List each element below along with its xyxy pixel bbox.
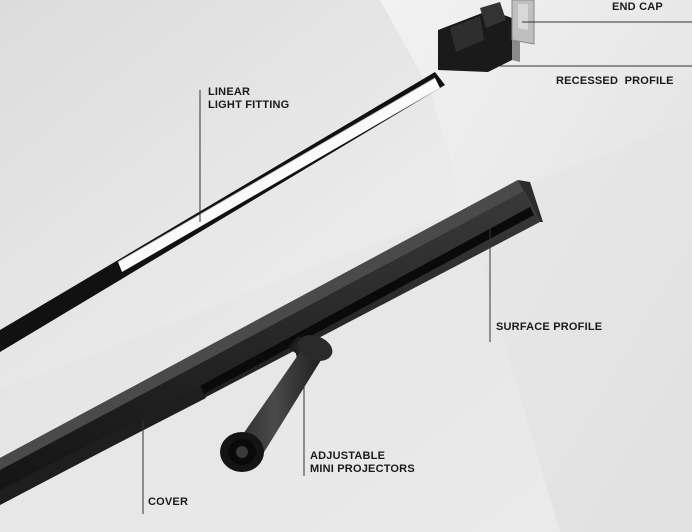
label-surface-profile: SURFACE PROFILE — [496, 321, 603, 333]
mini-projector — [220, 335, 333, 472]
label-end-cap: END CAP — [612, 1, 663, 13]
label-recessed-profile: RECESSED PROFILE — [556, 75, 674, 87]
label-adjustable-mini-projectors: ADJUSTABLE MINI PROJECTORS — [310, 450, 415, 475]
cover-section — [0, 388, 206, 504]
label-cover: COVER — [148, 496, 189, 508]
label-linear-light-fitting: LINEAR LIGHT FITTING — [208, 86, 290, 111]
recessed-profile-track — [0, 72, 445, 352]
